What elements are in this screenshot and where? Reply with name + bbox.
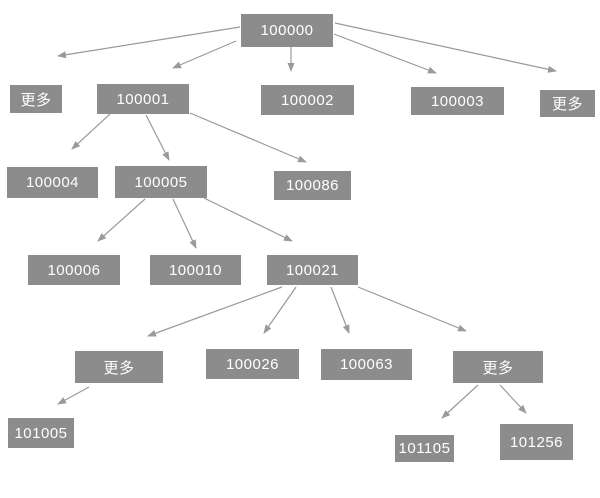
node-100002[interactable]: 100002: [261, 85, 354, 115]
edge-100000-more-top-left: [57, 26, 241, 59]
edge-100001-100005: [145, 114, 170, 161]
node-100003[interactable]: 100003: [411, 87, 504, 115]
edge-100005-100006: [97, 198, 146, 242]
node-more-mid-right[interactable]: 更多: [453, 351, 543, 383]
node-more-mid-left[interactable]: 更多: [75, 351, 163, 383]
node-100086[interactable]: 100086: [274, 171, 351, 200]
node-100063[interactable]: 100063: [321, 349, 412, 380]
node-more-top-left[interactable]: 更多: [10, 85, 62, 113]
node-100021[interactable]: 100021: [267, 255, 358, 285]
edge-100021-100063: [330, 286, 350, 334]
node-more-top-right[interactable]: 更多: [540, 90, 595, 117]
edge-100001-100086: [189, 112, 307, 163]
edge-more-mid-right-101256: [499, 384, 527, 414]
edge-100000-more-top-right: [334, 22, 557, 73]
node-100001[interactable]: 100001: [97, 84, 189, 114]
edge-100000-100003: [333, 33, 437, 74]
node-101005[interactable]: 101005: [8, 418, 74, 448]
edge-100005-100021: [203, 197, 293, 242]
edge-100005-100010: [172, 198, 197, 249]
node-100010[interactable]: 100010: [150, 255, 241, 285]
node-101256[interactable]: 101256: [500, 424, 573, 460]
edge-100021-more-mid-right: [357, 286, 467, 332]
edge-100001-100004: [71, 113, 111, 150]
edge-100021-more-mid-left: [147, 286, 283, 337]
edge-more-mid-left-101005: [57, 386, 90, 405]
node-100005[interactable]: 100005: [115, 166, 207, 198]
node-100004[interactable]: 100004: [7, 167, 98, 198]
edge-100021-100026: [263, 286, 297, 334]
node-100000[interactable]: 100000: [241, 14, 333, 47]
node-100006[interactable]: 100006: [28, 255, 120, 285]
edge-more-mid-right-101105: [441, 384, 479, 419]
node-100026[interactable]: 100026: [206, 349, 299, 379]
node-101105[interactable]: 101105: [395, 435, 454, 462]
edge-100000-100001: [172, 40, 237, 69]
